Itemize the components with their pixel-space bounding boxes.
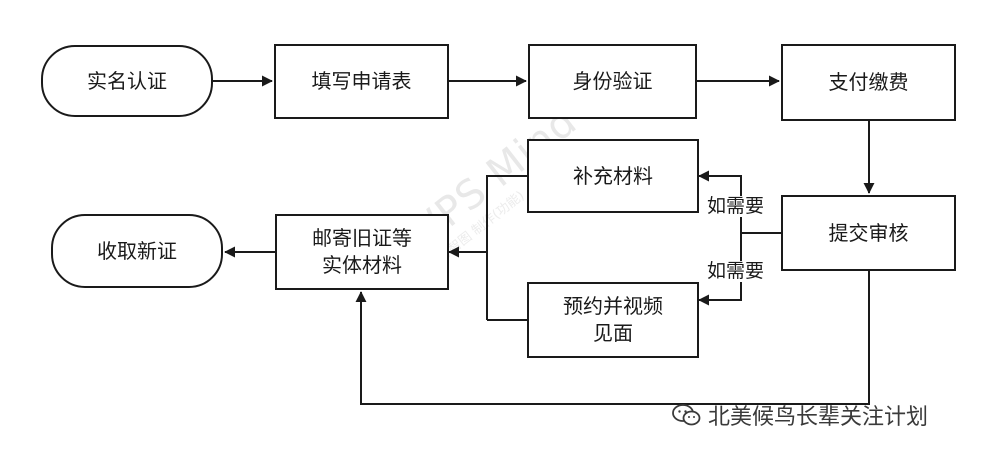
node-supplement-materials: 补充材料: [527, 139, 699, 213]
node-real-name-verification: 实名认证: [41, 45, 213, 117]
node-fill-application: 填写申请表: [274, 44, 449, 119]
node-receive-new-certificate: 收取新证: [51, 214, 223, 288]
node-pay-fee: 支付缴费: [781, 44, 956, 121]
node-mail-documents: 邮寄旧证等 实体材料: [275, 214, 449, 290]
node-submit-review: 提交审核: [781, 195, 956, 271]
node-video-meeting: 预约并视频 见面: [527, 282, 699, 358]
wechat-icon: [672, 404, 701, 426]
arrow-supplement-to-mail: [448, 175, 527, 258]
arrow-submit-review-to-mail-bottom: [355, 271, 870, 405]
credit-text: 北美候鸟长辈关注计划: [708, 405, 929, 430]
node-identity-verification: 身份验证: [528, 44, 697, 119]
edge-label-if-needed-supplement: 如需要: [705, 195, 767, 217]
source-credit: 北美候鸟长辈关注计划: [672, 401, 929, 430]
arrow-submit-review-to-video: [698, 233, 742, 306]
edge-label-if-needed-video: 如需要: [705, 260, 767, 282]
